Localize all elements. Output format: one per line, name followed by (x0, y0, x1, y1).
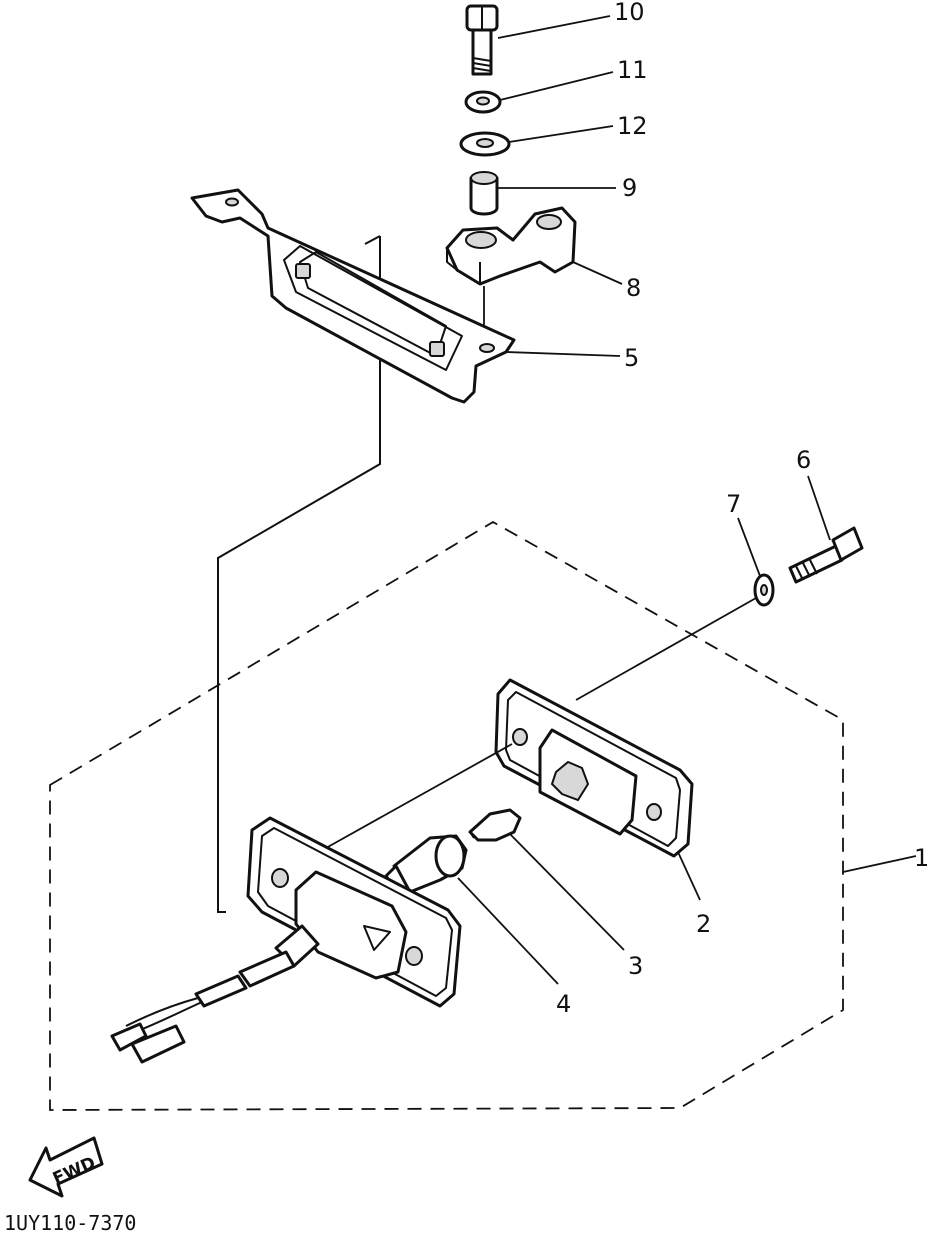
bracket-frame-top-tick (364, 235, 381, 245)
callout-8: 8 (626, 274, 641, 302)
screw-axis-line (575, 597, 757, 701)
callout-6: 6 (796, 446, 811, 474)
leader-10 (497, 15, 611, 39)
callout-10: 10 (614, 0, 645, 26)
part-lens-2 (494, 678, 694, 858)
callout-7: 7 (726, 490, 741, 518)
fwd-arrow-icon: FWD (28, 1136, 104, 1198)
lens-to-housing-line (325, 743, 513, 849)
assembly-dashed-outline (49, 520, 844, 1111)
leader-4 (457, 877, 559, 985)
callout-2: 2 (696, 910, 711, 938)
leader-3 (509, 833, 625, 951)
callout-4: 4 (556, 990, 571, 1018)
leader-5 (505, 351, 621, 357)
part-spring-washer-11 (464, 90, 502, 114)
part-flat-washer-12 (459, 131, 511, 157)
callout-3: 3 (628, 952, 643, 980)
leader-1 (842, 855, 917, 873)
part-housing (110, 816, 462, 1064)
callout-1: 1 (914, 844, 927, 872)
bracket-solid-frame (217, 236, 381, 913)
callout-12: 12 (617, 112, 648, 140)
part-stay-8 (445, 206, 577, 286)
part-bolt-10 (465, 4, 499, 76)
leader-6 (807, 475, 831, 541)
callout-9: 9 (622, 174, 637, 202)
part-collar-9 (469, 171, 499, 216)
part-washer-7 (753, 573, 775, 607)
part-socket-4 (384, 834, 468, 900)
callout-5: 5 (624, 344, 639, 372)
leader-8 (572, 261, 623, 285)
callout-11: 11 (617, 56, 648, 84)
drawing-code: 1UY110-7370 (4, 1211, 136, 1233)
leader-7 (737, 517, 761, 577)
part-bulb-3 (468, 808, 522, 842)
part-bracket-5 (190, 188, 516, 404)
part-screw-6 (788, 526, 864, 584)
leader-2 (677, 851, 701, 901)
leader-12 (508, 125, 614, 143)
leader-11 (499, 71, 614, 101)
